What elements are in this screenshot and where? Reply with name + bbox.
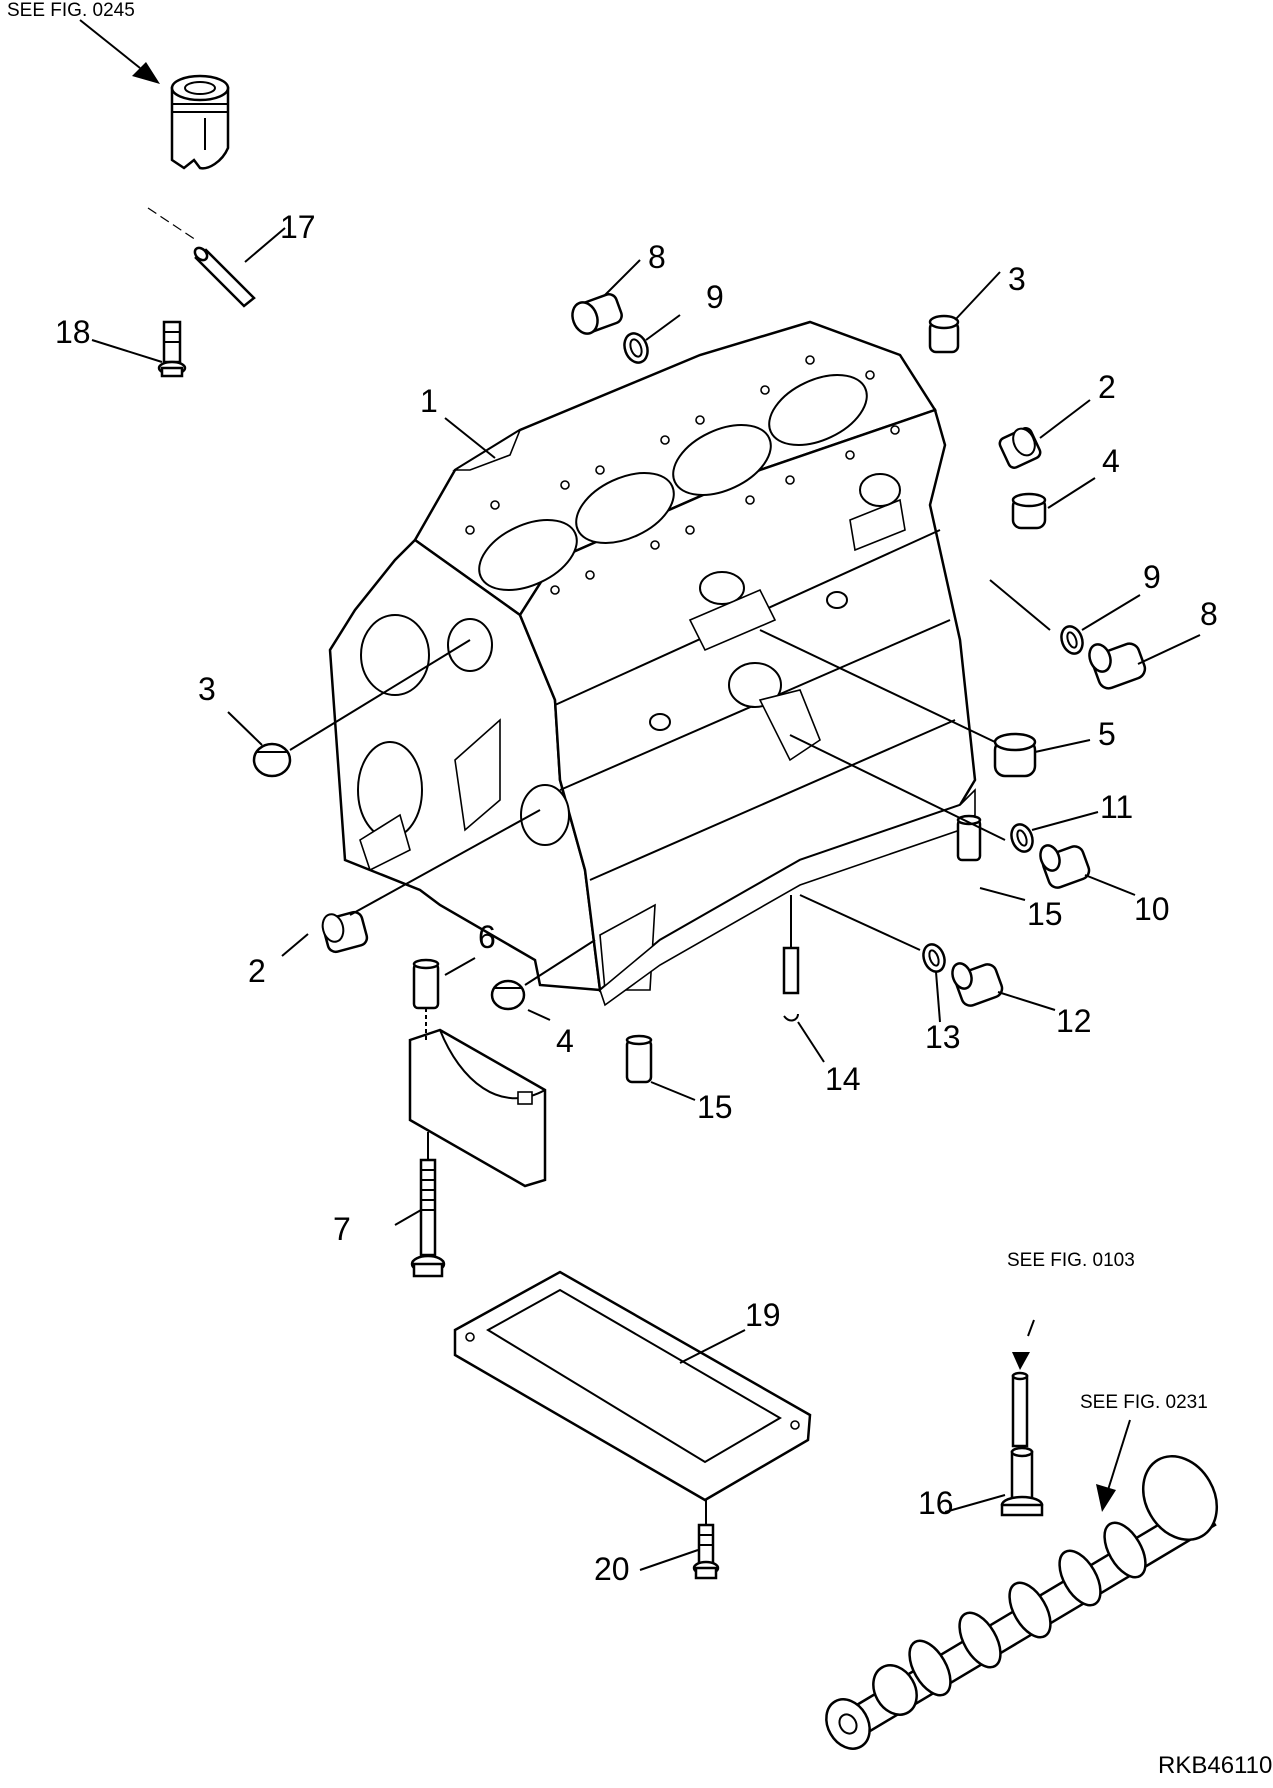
piston — [170, 74, 230, 170]
main-bearing-cap — [408, 1008, 547, 1188]
cap-4-left — [490, 979, 526, 1011]
callout-15-bottom: 15 — [697, 1089, 733, 1125]
bushing-3-top — [928, 314, 960, 354]
seal-ring-11 — [1010, 823, 1034, 853]
plug-8-top — [571, 293, 623, 335]
cylinder-block — [328, 320, 977, 1007]
ref-piston-label: SEE FIG. 0245 — [7, 0, 135, 21]
callout-12: 12 — [1056, 1003, 1092, 1039]
ref-camshaft-label: SEE FIG. 0231 — [1080, 1392, 1208, 1413]
tappet-16 — [1000, 1446, 1044, 1517]
callout-9-right: 9 — [1143, 559, 1161, 595]
bushing-2-right — [998, 427, 1042, 469]
camshaft-ref-arrow — [1096, 1419, 1131, 1512]
piston-pin — [147, 207, 256, 308]
callout-3-left: 3 — [198, 671, 216, 707]
callout-14: 14 — [825, 1061, 861, 1097]
callout-1: 1 — [420, 383, 438, 419]
callout-9-top: 9 — [706, 279, 724, 315]
callout-13: 13 — [925, 1019, 961, 1055]
bushing-3-left — [252, 742, 292, 778]
piston-ref-arrow — [79, 19, 160, 84]
plug-8-right — [1088, 642, 1147, 690]
cap-4-right — [1011, 492, 1047, 530]
dowel-6 — [412, 958, 440, 1010]
camshaft — [825, 1455, 1219, 1750]
callout-11: 11 — [1100, 789, 1133, 825]
seal-ring-9-top — [623, 332, 649, 364]
callout-15-right: 15 — [1027, 896, 1063, 932]
callout-2-left: 2 — [248, 953, 266, 989]
callout-4-bottom: 4 — [556, 1023, 574, 1059]
dowel-15-bottom — [625, 1034, 653, 1084]
bolt-7 — [410, 1132, 446, 1278]
push-rod — [1011, 1319, 1035, 1448]
dowel-15-right — [956, 814, 982, 862]
callout-17: 17 — [280, 209, 316, 245]
plug-10 — [1039, 844, 1091, 889]
seal-ring-13 — [922, 943, 946, 973]
callout-19: 19 — [745, 1297, 781, 1333]
callout-18: 18 — [55, 314, 91, 350]
callout-5: 5 — [1098, 716, 1116, 752]
ref-tappet-label: SEE FIG. 0103 — [1007, 1250, 1135, 1271]
bushing-2-left — [321, 910, 369, 954]
cap-5 — [993, 732, 1037, 778]
drawing-code: RKB46110 — [1158, 1752, 1272, 1779]
callout-7: 7 — [333, 1211, 351, 1247]
callout-10: 10 — [1134, 891, 1170, 927]
pin-14 — [782, 895, 800, 1022]
callout-8-top: 8 — [648, 239, 666, 275]
seal-ring-9-right — [1060, 625, 1084, 655]
callout-4-right: 4 — [1102, 443, 1120, 479]
leader-lines — [91, 227, 1201, 1571]
callout-6: 6 — [478, 919, 496, 955]
callout-8-right: 8 — [1200, 596, 1218, 632]
callout-16: 16 — [918, 1485, 954, 1521]
bolt-18 — [157, 320, 187, 378]
oil-pan-gasket — [453, 1270, 812, 1502]
bolt-20 — [692, 1500, 720, 1580]
callout-2-right: 2 — [1098, 369, 1116, 405]
callout-3-top: 3 — [1008, 261, 1026, 297]
callout-20: 20 — [594, 1551, 630, 1587]
plug-12 — [951, 962, 1004, 1007]
